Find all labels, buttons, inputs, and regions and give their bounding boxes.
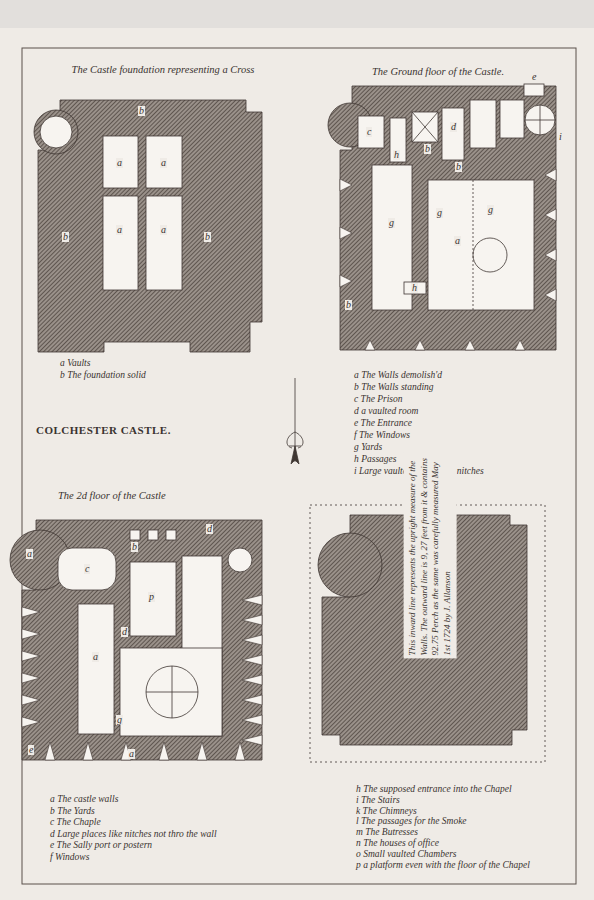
legend-entry: i The Stairs [356,795,400,806]
legend-entry: b The Yards [50,806,95,817]
window-niche [242,635,262,645]
window-niche [515,340,525,350]
plan-letter: a [454,236,461,246]
plan-heading: The Ground floor of the Castle. [372,66,504,78]
window-niche [242,615,262,625]
plan-letter: a [160,158,167,168]
legend-entry: n The houses of office [356,838,439,849]
plan-letter: g [116,715,123,725]
legend-entry: a The castle walls [50,794,118,805]
window-niche [197,742,207,760]
legend-entry: e The Entrance [354,418,412,429]
legend-entry: p a platform even with the floor of the … [356,860,530,871]
legend-entry: c The Prison [354,394,403,405]
plan-letter: i [558,132,563,142]
legend-entry: a Vaults [60,358,90,369]
window-niche [45,742,55,760]
plan-letter: b [62,232,69,242]
legend-entry: l The passages for the Smoke [356,816,467,827]
legend-entry: o Small vaulted Chambers [356,849,457,860]
plan-letter: b [345,300,352,310]
window-niche [545,169,556,181]
plan-letter: b [204,232,211,242]
window-niche [22,607,40,617]
legend-entry: a The Walls demolish'd [354,370,442,381]
legend-entry: g Yards [354,442,382,453]
legend-entry: d a vaulted room [354,406,418,417]
window-niche [545,249,556,261]
legend-entry: b The foundation solid [60,370,146,381]
window-niche [465,340,475,350]
window-niche [22,629,40,639]
legend-entry: h The supposed entrance into the Chapel [356,784,512,795]
plan-letter: p [148,592,155,602]
legend-entry: f Windows [50,852,89,863]
plan-letter: e [28,745,34,755]
window-niche [22,673,40,683]
plan-title: COLCHESTER CASTLE. [36,424,171,437]
plan-letter: a [160,225,167,235]
legend-entry: m The Butresses [356,827,418,838]
plan-heading: The Castle foundation representing a Cro… [68,64,258,76]
plan-letter: d [206,524,213,534]
window-niche [242,655,262,665]
plan-letter: a [116,158,123,168]
window-niche [83,742,93,760]
plan-letter: d [450,122,457,132]
legend-entry: h Passages [354,454,397,465]
window-niche [242,715,262,725]
plan-letter: b [455,162,462,172]
window-niche [242,695,262,705]
plan-letter: g [436,208,443,218]
plan-letter: a [26,549,33,559]
window-niche [545,209,556,221]
plan-letter: c [366,127,372,137]
measure-note: This inward line represents the upright … [404,452,457,658]
plan-letter: h [411,283,418,293]
window-niche [242,675,262,685]
window-niche [159,742,169,760]
plan-letter: b [424,144,431,154]
window-niche [242,595,262,605]
legend-entry: c The Chaple [50,817,101,828]
plan-letter: a [116,225,123,235]
legend-entry: e The Sally port or postern [50,840,152,851]
window-niche [340,179,352,191]
plan-letter: b [131,542,138,552]
window-niche [340,227,352,239]
plan-letter: d [121,627,128,637]
plan-letter: h [393,150,400,160]
window-niche [22,695,40,705]
window-niche [22,717,40,727]
window-niche [242,735,262,745]
plan-letter: a [92,652,99,662]
window-niche [365,340,375,350]
plan-letter: g [487,205,494,215]
window-niche [415,340,425,350]
window-niche [545,289,556,301]
plan-letter: a [128,749,135,759]
window-niche [235,742,245,760]
window-niche [340,275,352,287]
plan-letter: g [388,218,395,228]
window-niche [22,651,40,661]
legend-entry: k The Chimneys [356,806,417,817]
plan-letter: e [531,72,537,82]
legend-entry: b The Walls standing [354,382,434,393]
plan-letter: c [84,564,90,574]
plan-heading: The 2d floor of the Castle [58,490,166,502]
legend-entry: d Large places like nitches not thro the… [50,829,217,840]
legend-entry: f The Windows [354,430,410,441]
plan-letter: b [138,106,145,116]
